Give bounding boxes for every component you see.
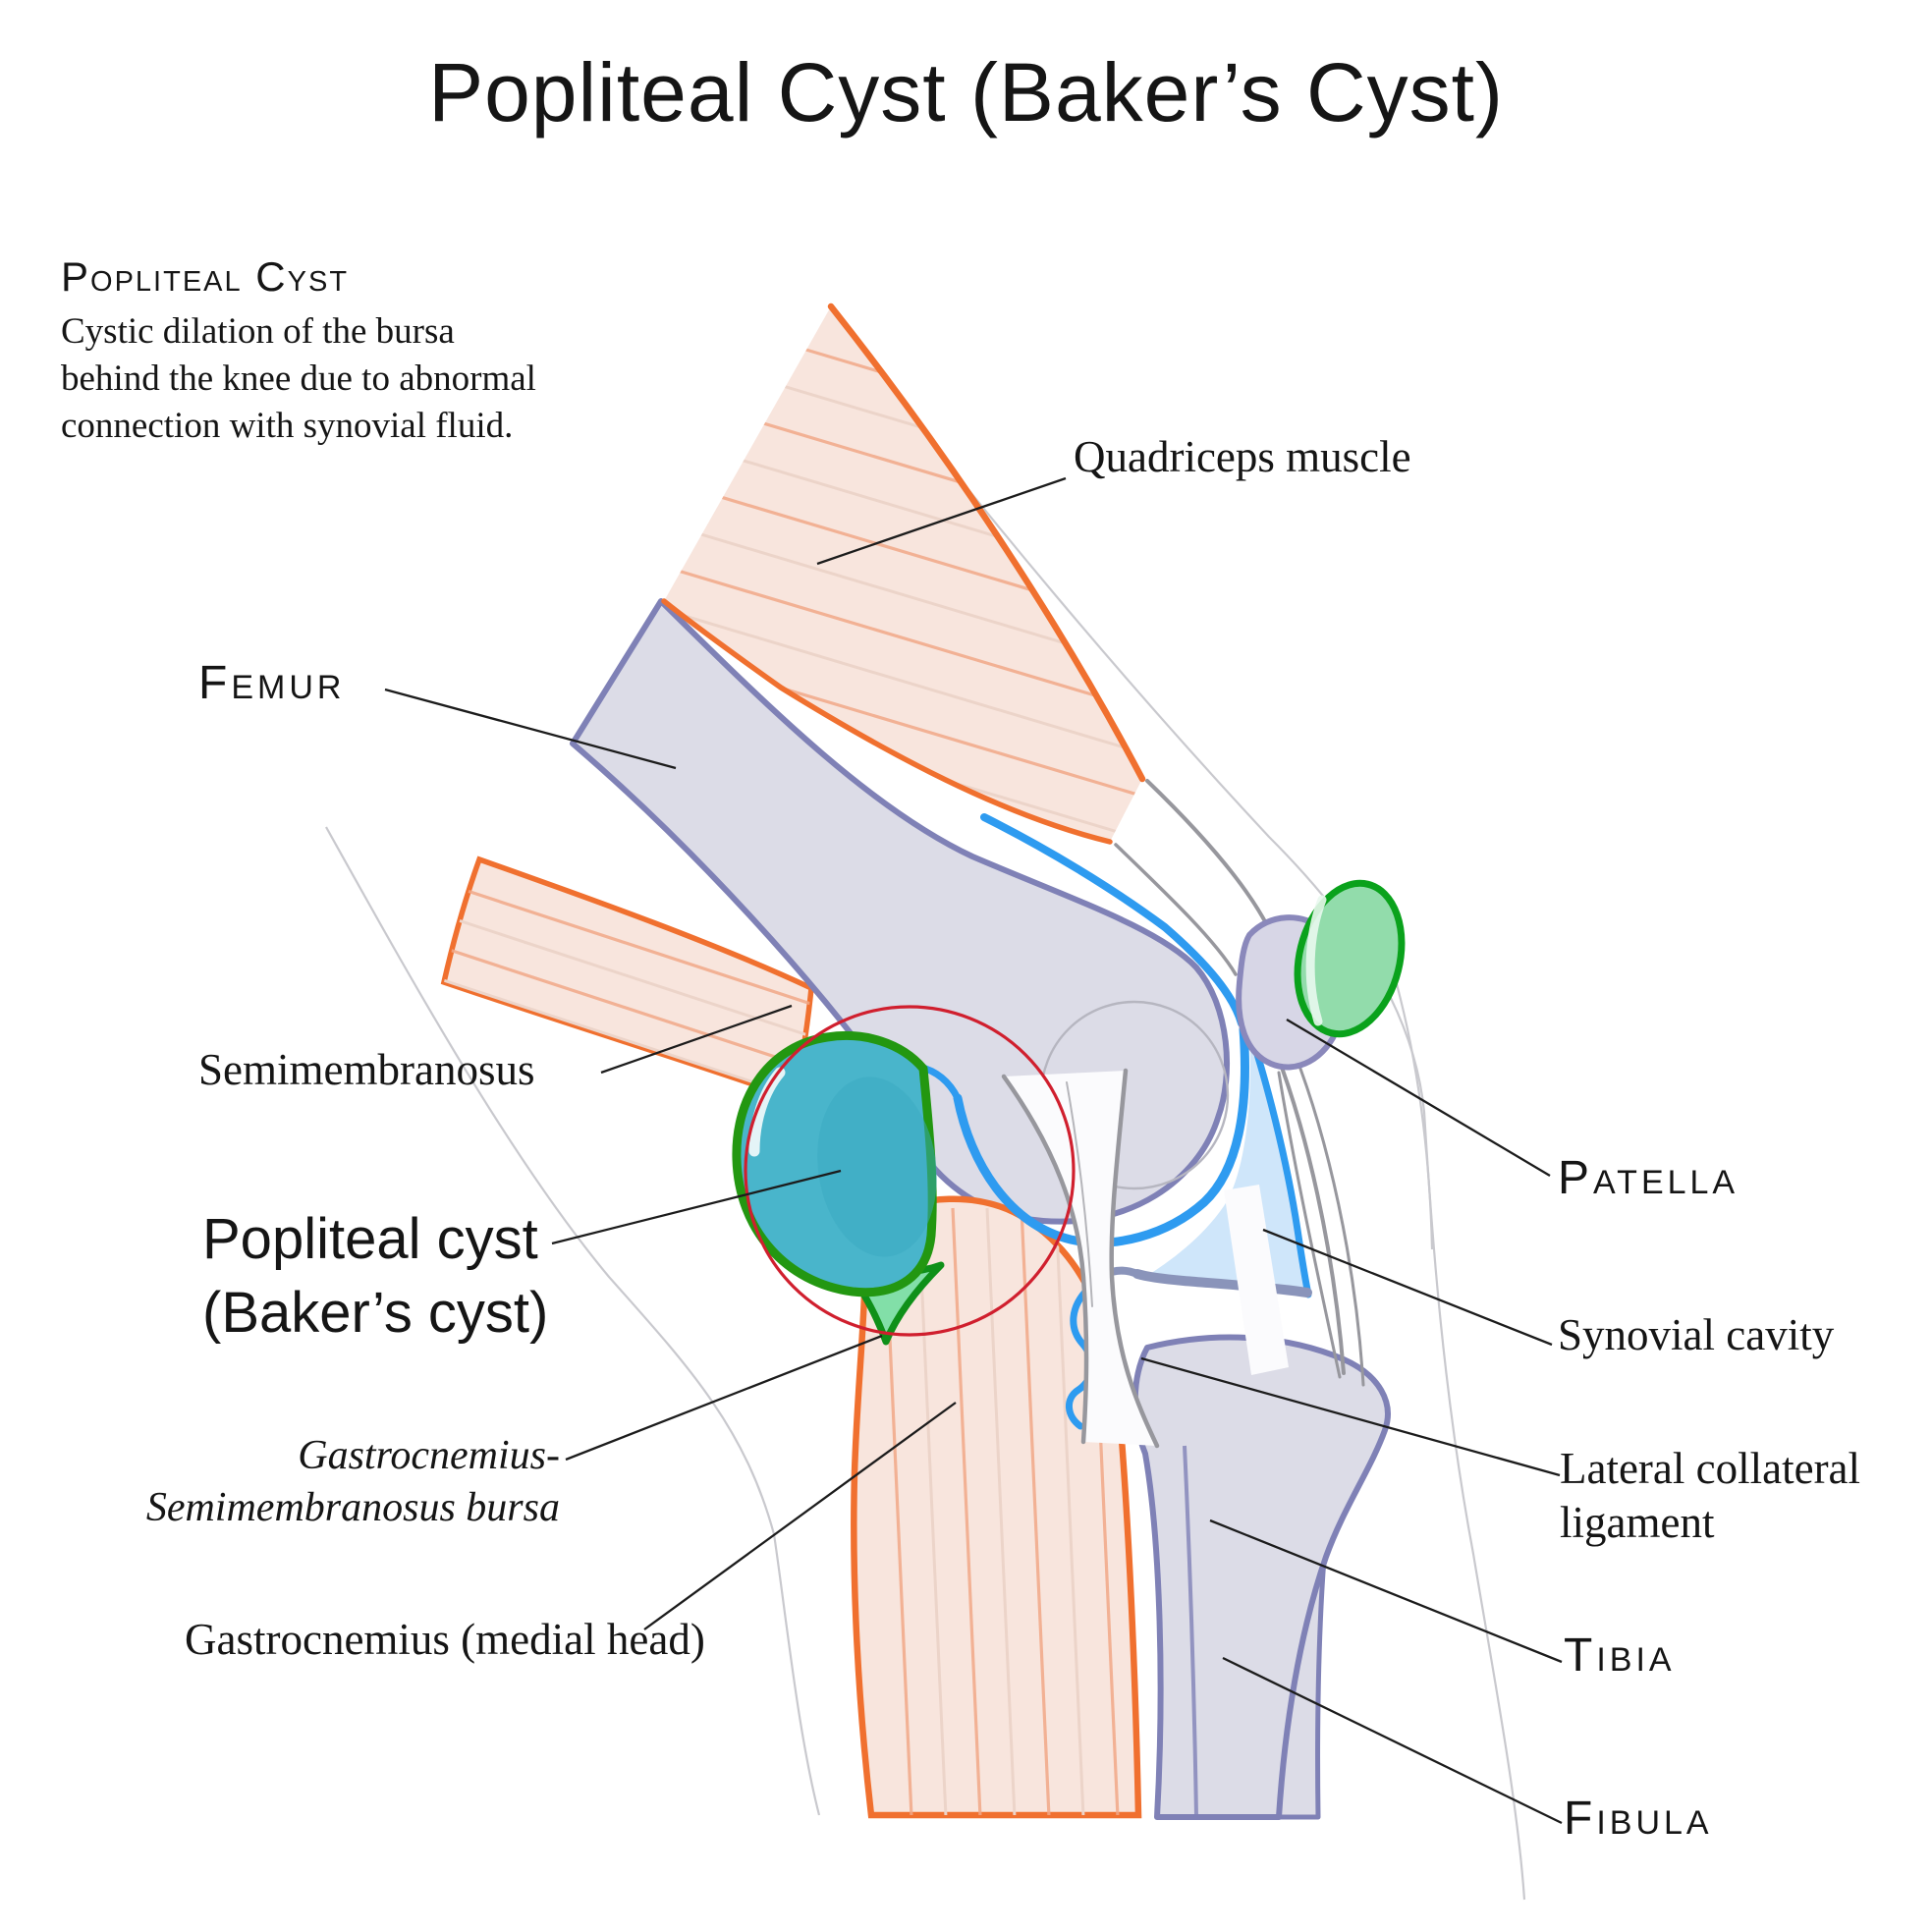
leader-semimembranosus: [600, 1004, 793, 1075]
label-popliteal-cyst-line2: (Baker’s cyst): [202, 1281, 549, 1346]
label-gastrocnemius: Gastrocnemius (medial head): [185, 1615, 705, 1664]
popliteal-cyst-shape: [732, 1030, 937, 1297]
label-bursa-line1: Gastrocnemius-: [298, 1433, 560, 1478]
label-bursa-line2: Semimembranosus bursa: [145, 1484, 560, 1530]
label-semimembranosus: Semimembranosus: [198, 1045, 535, 1094]
info-line-1: Cystic dilation of the bursa: [61, 311, 455, 352]
leader-tibia: [1209, 1518, 1563, 1664]
label-fibula: Fibula: [1564, 1793, 1713, 1845]
tendon-lines: [1114, 779, 1365, 1387]
leader-popliteal-cyst: [551, 1169, 842, 1245]
gastrocnemius-fibers: [882, 1207, 1120, 1815]
label-tibia: Tibia: [1564, 1629, 1676, 1682]
prepatellar-bursa: [1294, 879, 1406, 1038]
info-line-3: connection with synovial fluid.: [61, 406, 514, 447]
label-bursa: Gastrocnemius- Semimembranosus bursa: [118, 1430, 560, 1533]
info-body: Cystic dilation of the bursa behind the …: [61, 308, 536, 450]
leader-synovial: [1262, 1228, 1553, 1347]
leader-quadriceps: [816, 476, 1067, 566]
label-popliteal-cyst: Popliteal cyst (Baker’s cyst): [202, 1202, 548, 1351]
cyst-highlight-circle: [744, 1005, 1076, 1337]
leader-gastrocnemius: [643, 1402, 957, 1630]
label-femur: Femur: [198, 657, 346, 709]
leader-lines: [384, 476, 1563, 1825]
gastrocnemius-muscle: [851, 1195, 1142, 1819]
info-heading: Popliteal Cyst: [61, 253, 350, 300]
leader-lcl: [1140, 1356, 1561, 1477]
label-lcl: Lateral collateral ligament: [1560, 1442, 1860, 1550]
leader-femur: [384, 688, 677, 770]
suprapatellar-synovial-line: [980, 813, 1245, 1027]
page-title: Popliteal Cyst (Baker’s Cyst): [428, 46, 1504, 138]
label-quadriceps: Quadriceps muscle: [1074, 432, 1411, 481]
info-line-2: behind the knee due to abnormal: [61, 359, 536, 400]
lateral-collateral-ligament-shape: [1224, 1185, 1289, 1375]
leader-fibula: [1222, 1656, 1563, 1825]
leader-patella: [1286, 1019, 1551, 1177]
label-lcl-line1: Lateral collateral: [1560, 1444, 1861, 1493]
label-patella: Patella: [1558, 1152, 1739, 1204]
info-box: Popliteal Cyst Cystic dilation of the bu…: [61, 253, 536, 450]
label-popliteal-cyst-line1: Popliteal cyst: [202, 1207, 538, 1271]
label-lcl-line2: ligament: [1560, 1497, 1715, 1547]
label-synovial-cavity: Synovial cavity: [1558, 1310, 1835, 1359]
leader-bursa: [565, 1334, 883, 1462]
patellar-cruciate-ligament-band: [1001, 1068, 1160, 1449]
